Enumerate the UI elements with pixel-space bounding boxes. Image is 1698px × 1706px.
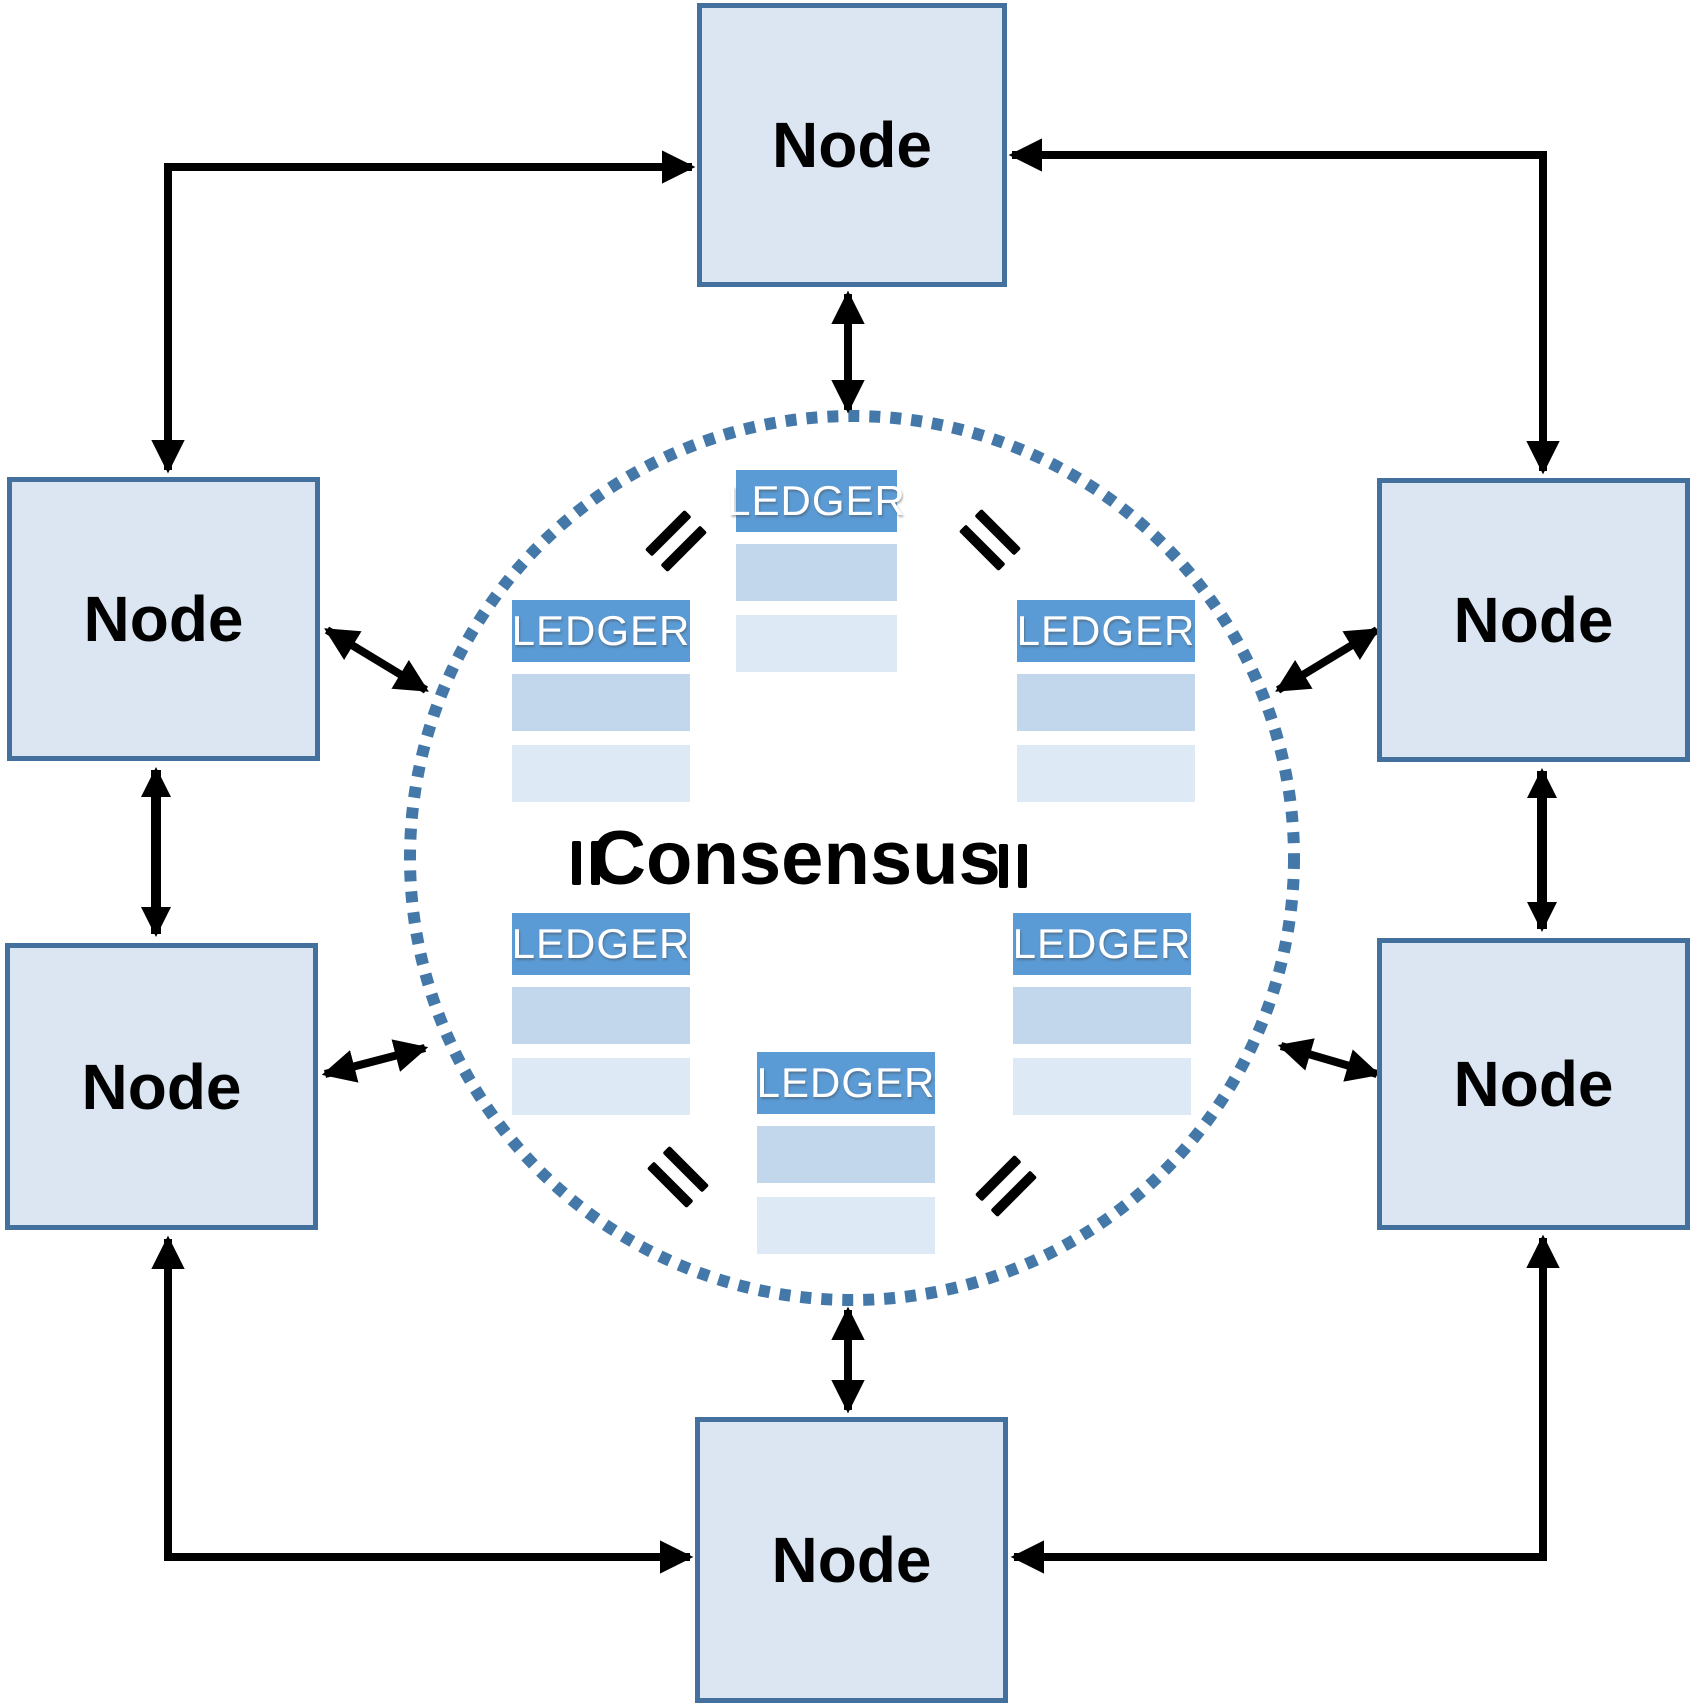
equals-icon-mid-right xyxy=(999,844,1027,888)
node-label: Node xyxy=(83,583,244,655)
ledger-header: LEDGER xyxy=(512,600,690,662)
arrow-top-node-to-upper-left-node xyxy=(151,150,696,474)
node-label: Node xyxy=(772,109,932,181)
ledger-row xyxy=(1017,745,1195,802)
ledger-row xyxy=(512,1058,690,1115)
node-box-lower-right: Node xyxy=(1377,938,1690,1230)
ledger-header: LEDGER xyxy=(1017,600,1195,662)
equals-bar xyxy=(1018,844,1027,888)
ledger-header: LEDGER xyxy=(1013,913,1191,975)
ledger-lower-left: LEDGER xyxy=(512,913,690,1115)
ledger-row xyxy=(736,544,897,601)
ledger-row xyxy=(757,1126,935,1183)
arrow-lower-right-node-to-circle xyxy=(1277,1038,1381,1082)
ledger-header: LEDGER xyxy=(757,1052,935,1114)
arrow-upper-right-node-to-circle xyxy=(1275,626,1380,694)
ledger-header: LEDGER xyxy=(727,470,905,532)
ledger-upper-left: LEDGER xyxy=(512,600,690,802)
arrow-top-node-to-upper-right-node xyxy=(1008,138,1560,475)
ledger-row xyxy=(736,615,897,672)
ledger-row xyxy=(757,1197,935,1254)
ledger-upper-right: LEDGER xyxy=(1017,600,1195,802)
node-box-upper-left: Node xyxy=(7,477,320,761)
node-label: Node xyxy=(771,1524,932,1596)
node-label: Node xyxy=(1453,1048,1614,1120)
node-box-top: Node xyxy=(697,3,1007,287)
arrow-lower-left-node-to-circle xyxy=(321,1039,429,1083)
arrow-bottom-node-to-lower-right-node xyxy=(1010,1234,1560,1574)
consensus-label: Consensus xyxy=(591,815,1001,901)
ledger-row xyxy=(512,745,690,802)
ledger-lower-right: LEDGER xyxy=(1013,913,1191,1115)
ledger-row xyxy=(1013,1058,1191,1115)
node-label: Node xyxy=(81,1050,242,1123)
equals-bar xyxy=(572,841,581,885)
node-box-bottom: Node xyxy=(695,1417,1008,1703)
node-box-lower-left: Node xyxy=(5,943,318,1230)
ledger-row xyxy=(512,674,690,731)
ledger-row xyxy=(512,987,690,1044)
ledger-bottom-center: LEDGER xyxy=(757,1052,935,1254)
ledger-row xyxy=(1017,674,1195,731)
ledger-row xyxy=(1013,987,1191,1044)
ledger-header: LEDGER xyxy=(512,913,690,975)
arrow-bottom-node-to-lower-left-node xyxy=(151,1235,694,1574)
arrow-upper-left-node-to-circle xyxy=(324,626,429,694)
consensus-network-circle xyxy=(404,410,1300,1306)
node-label: Node xyxy=(1453,584,1614,656)
node-box-upper-right: Node xyxy=(1377,478,1690,762)
ledger-top-center: LEDGER xyxy=(727,470,905,672)
